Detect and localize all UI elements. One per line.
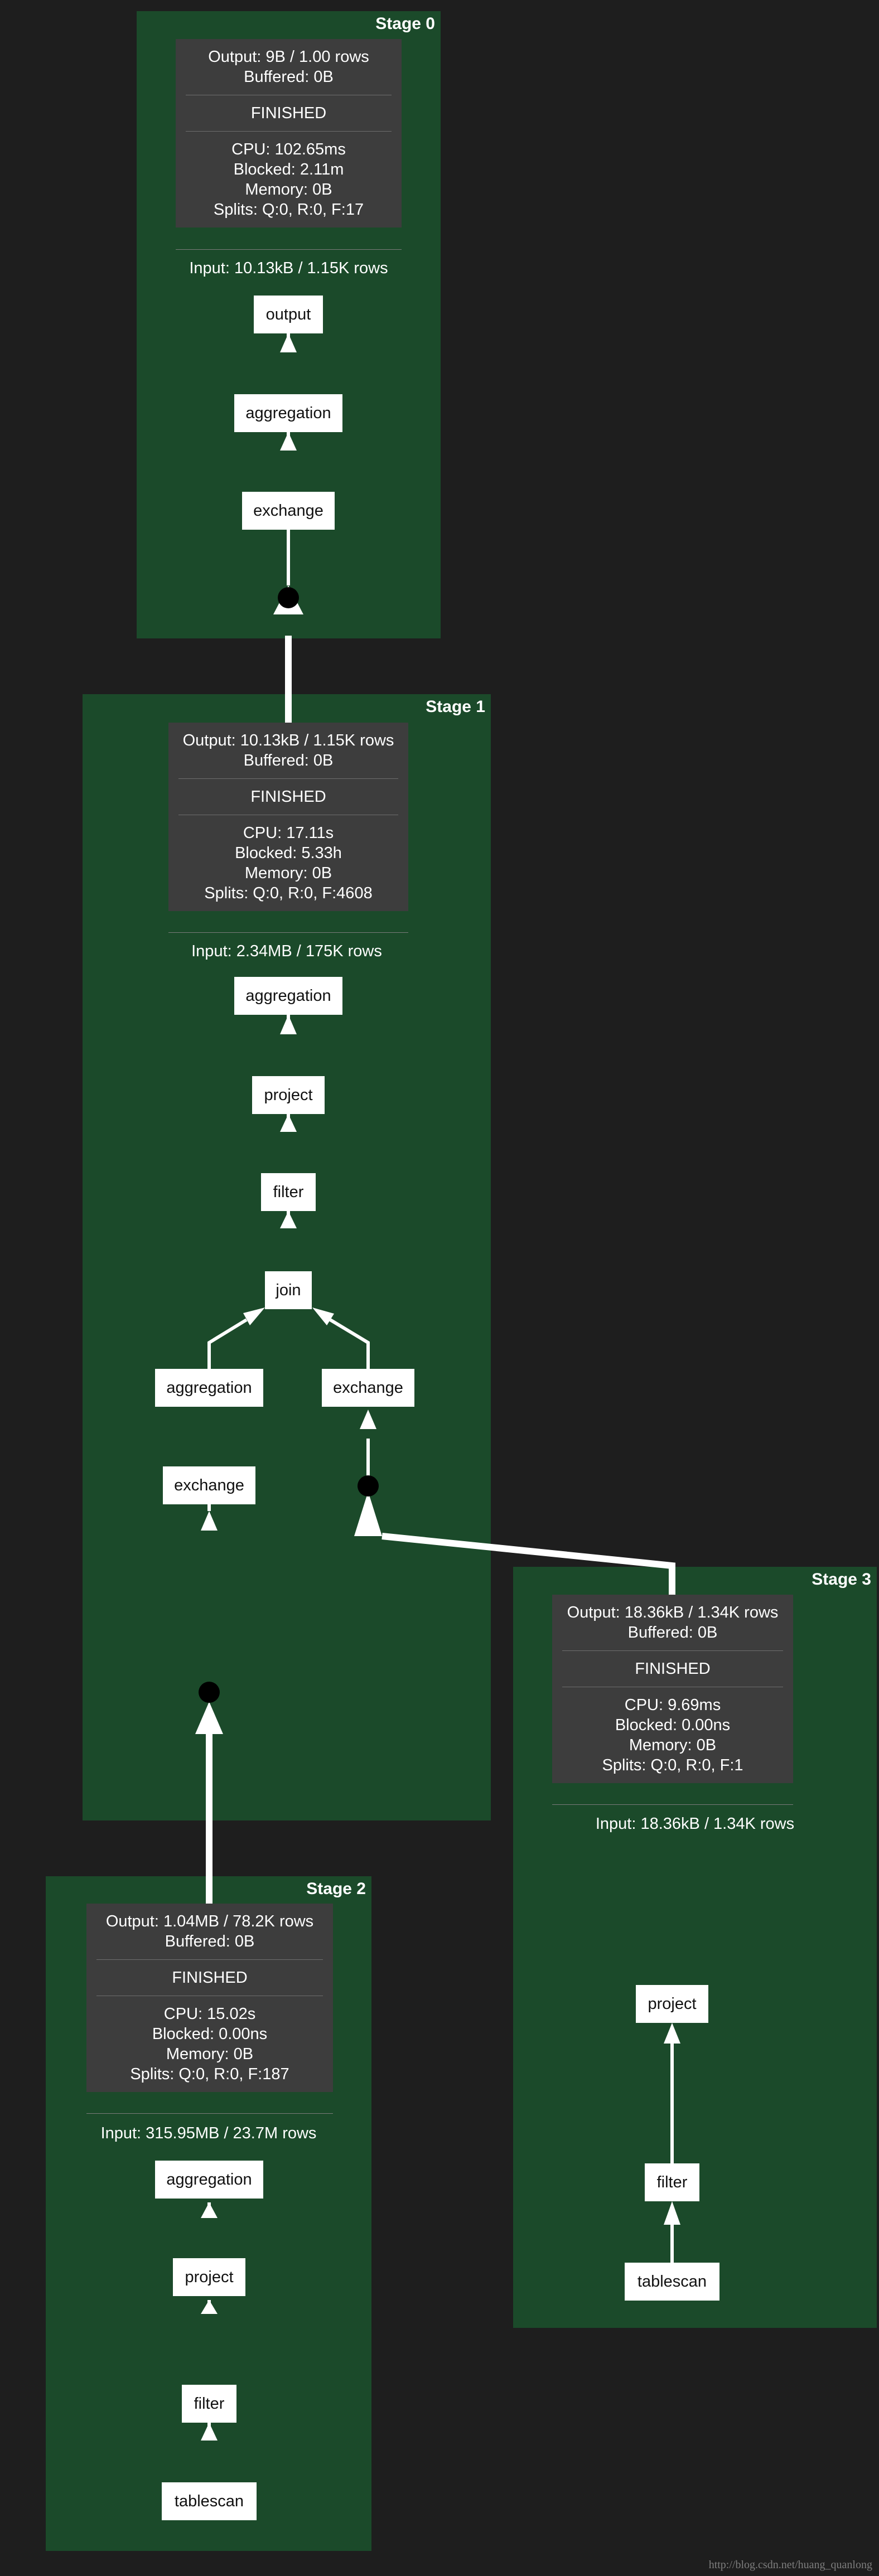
- stage-memory: Memory: 0B: [629, 1736, 717, 1754]
- stage-memory: Memory: 0B: [166, 2045, 254, 2063]
- node-aggregation[interactable]: aggregation: [234, 977, 342, 1015]
- node-output[interactable]: output: [254, 296, 323, 333]
- stage-output: Output: 9B / 1.00 rows: [208, 48, 369, 66]
- stage-blocked: Blocked: 0.00ns: [152, 2025, 268, 2043]
- node-tablescan[interactable]: tablescan: [162, 2482, 257, 2520]
- stage-title: Stage 0: [375, 14, 435, 33]
- divider: [562, 1650, 783, 1651]
- node-project[interactable]: project: [173, 2258, 245, 2296]
- stage-stats: Output: 9B / 1.00 rows Buffered: 0B FINI…: [176, 39, 402, 227]
- stage-output: Output: 1.04MB / 78.2K rows: [105, 1912, 314, 1930]
- divider: [96, 1959, 323, 1960]
- divider: [176, 249, 402, 250]
- stage-stats: Output: 10.13kB / 1.15K rows Buffered: 0…: [168, 723, 408, 911]
- stage-cpu: CPU: 17.11s: [243, 824, 334, 842]
- stage-title: Stage 1: [426, 698, 485, 716]
- divider: [178, 778, 398, 779]
- stage-memory: Memory: 0B: [244, 864, 332, 882]
- stage-buffered: Buffered: 0B: [627, 1624, 718, 1642]
- node-aggregation[interactable]: aggregation: [155, 2161, 263, 2199]
- stage-splits: Splits: Q:0, R:0, F:1: [602, 1756, 743, 1774]
- stage-cpu: CPU: 15.02s: [163, 2005, 256, 2023]
- stage-stats: Output: 1.04MB / 78.2K rows Buffered: 0B…: [86, 1904, 333, 2092]
- divider: [168, 932, 408, 933]
- stage-output: Output: 10.13kB / 1.15K rows: [182, 732, 394, 749]
- divider: [86, 2113, 333, 2114]
- stage-stats: Output: 18.36kB / 1.34K rows Buffered: 0…: [552, 1595, 793, 1783]
- stage-blocked: Blocked: 5.33h: [235, 844, 342, 862]
- stage-buffered: Buffered: 0B: [165, 1933, 255, 1950]
- divider: [552, 1804, 793, 1805]
- node-exchange[interactable]: exchange: [163, 1466, 255, 1504]
- stage-cpu: CPU: 9.69ms: [624, 1696, 721, 1714]
- watermark: http://blog.csdn.net/huang_quanlong: [708, 2559, 872, 2571]
- node-tablescan[interactable]: tablescan: [625, 2263, 719, 2301]
- junction-dot: [358, 1475, 379, 1497]
- stage-state: FINISHED: [250, 788, 326, 806]
- stage-input: Input: 18.36kB / 1.34K rows: [595, 1815, 795, 1833]
- node-join[interactable]: join: [265, 1271, 312, 1309]
- node-aggregation[interactable]: aggregation: [234, 394, 342, 432]
- stage-splits: Splits: Q:0, R:0, F:4608: [204, 884, 373, 902]
- divider: [186, 131, 392, 132]
- node-exchange[interactable]: exchange: [322, 1369, 414, 1407]
- stage-splits: Splits: Q:0, R:0, F:17: [213, 201, 364, 219]
- junction-dot: [278, 587, 299, 608]
- stage-input: Input: 2.34MB / 175K rows: [191, 942, 382, 960]
- stage-state: FINISHED: [172, 1969, 248, 1987]
- node-filter[interactable]: filter: [182, 2385, 236, 2423]
- node-filter[interactable]: filter: [645, 2163, 699, 2201]
- node-project[interactable]: project: [636, 1985, 708, 2023]
- stage-blocked: Blocked: 2.11m: [233, 161, 344, 178]
- stage-state: FINISHED: [635, 1660, 711, 1678]
- stage-splits: Splits: Q:0, R:0, F:187: [130, 2065, 289, 2083]
- stage-buffered: Buffered: 0B: [243, 752, 334, 769]
- stage-title: Stage 2: [306, 1880, 366, 1898]
- stage-state: FINISHED: [250, 104, 327, 122]
- stage-blocked: Blocked: 0.00ns: [615, 1716, 731, 1734]
- stage-input: Input: 10.13kB / 1.15K rows: [189, 259, 388, 277]
- stage-output: Output: 18.36kB / 1.34K rows: [567, 1604, 779, 1621]
- stage-input: Input: 315.95MB / 23.7M rows: [100, 2124, 317, 2142]
- node-exchange[interactable]: exchange: [242, 492, 335, 530]
- junction-dot: [199, 1682, 220, 1703]
- node-filter[interactable]: filter: [261, 1173, 316, 1211]
- stage-title: Stage 3: [812, 1570, 871, 1589]
- node-project[interactable]: project: [252, 1076, 325, 1114]
- stage-buffered: Buffered: 0B: [244, 68, 334, 86]
- node-aggregation[interactable]: aggregation: [155, 1369, 263, 1407]
- stage-memory: Memory: 0B: [245, 181, 332, 198]
- stage-cpu: CPU: 102.65ms: [231, 141, 346, 158]
